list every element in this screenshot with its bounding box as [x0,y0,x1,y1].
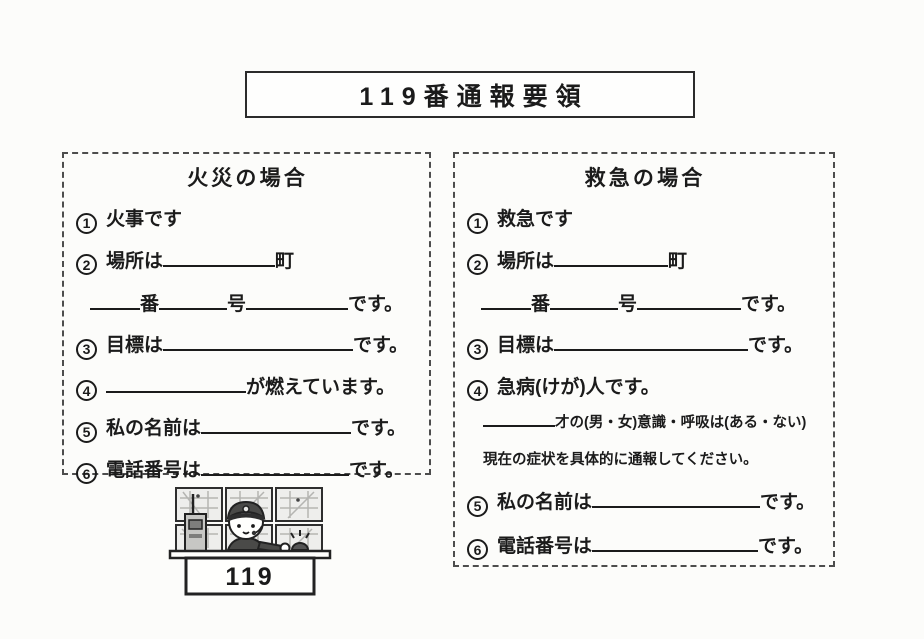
map-dot [196,494,200,498]
desu-label: です。 [351,418,407,439]
fire-item-1: 1 火事です [76,206,419,234]
eye [251,524,255,528]
go-label: 号 [227,294,247,315]
desu-label: です。 [758,535,814,557]
blank-field [592,536,759,552]
ems-item-1: 1 救急です [467,206,823,234]
fire-item-2: 2 場所は 町 [76,248,419,275]
blank-field [106,377,246,393]
ems-item-6: 6 電話番号は です。 [467,533,823,560]
alarm-button-icon [290,530,310,551]
ems-item-2-suffix: 町 [668,250,688,272]
blank-field [246,294,349,310]
eye [237,524,241,528]
fire-item-4: 4 が燃えています。 [76,374,419,401]
blank-field [554,251,669,267]
map-dot [296,498,300,502]
desk-119-label: 119 [225,563,274,591]
circled-number: 1 [467,212,488,234]
ems-item-2-label: 場所は [497,250,555,272]
desu-label: です。 [741,294,797,315]
fire-item-2-cont: 番 号 です。 [76,291,419,318]
ems-item-4-note: 現在の症状を具体的に通報してください。 [467,450,823,471]
blank-field [481,294,531,310]
symptom-note-label: 現在の症状を具体的に通報してください。 [483,452,758,468]
ems-heading: 救急の場合 [584,167,706,190]
fire-item-3-label: 目標は [106,335,164,356]
fire-item-2-suffix: 町 [275,250,295,272]
ems-item-2-cont: 番 号 です。 [467,291,823,318]
ems-item-1-text: 救急です [497,209,574,230]
circled-number: 6 [467,539,488,560]
cap-emblem [242,505,250,513]
fire-item-5: 5 私の名前は です。 [76,415,419,443]
circled-number: 6 [76,463,97,484]
fire-item-6-label: 電話番号は [106,459,202,481]
fire-item-6: 6 電話番号は です。 [76,457,419,484]
blank-field [483,414,555,427]
fire-heading: 火災の場合 [187,167,308,190]
ems-item-6-label: 電話番号は [497,535,593,557]
circled-number: 2 [467,254,488,275]
mic-tip [251,530,257,536]
blank-field [90,294,140,310]
radio-icon [184,494,207,552]
ban-label: 番 [531,294,551,315]
ems-item-2: 2 場所は 町 [467,248,823,275]
age-sex-consciousness-label: 才の(男・女)意識・呼吸は(ある・ない) [555,415,807,431]
ems-item-4-detail: 才の(男・女)意識・呼吸は(ある・ない) [467,413,823,434]
cap-visor [227,513,265,521]
page-title: 119番通報要領 [359,82,589,111]
blank-field [163,251,276,267]
blank-field [201,460,350,476]
smile [242,531,250,535]
fire-item-5-label: 私の名前は [106,418,202,439]
circled-number: 5 [467,495,488,517]
blank-field [592,492,761,508]
fire-item-2-label: 場所は [106,250,164,272]
ems-item-5: 5 私の名前は です。 [467,489,823,517]
ban-label: 番 [140,294,160,315]
blank-field [159,294,228,310]
fire-item-4-suffix: が燃えています。 [246,376,396,398]
fire-item-1-text: 火事です [106,209,183,230]
ems-item-3-label: 目標は [497,335,555,356]
blank-field [637,294,742,310]
ems-item-4-text: 急病(けが)人です。 [497,376,660,398]
circled-number: 3 [76,338,97,360]
fire-item-3: 3 目標は です。 [76,332,419,360]
desu-label: です。 [748,335,804,356]
go-label: 号 [618,294,638,315]
desu-label: です。 [760,492,816,513]
blank-field [554,335,749,351]
circled-number: 2 [76,254,97,275]
desk-front-panel [184,556,316,596]
circled-number: 1 [76,212,97,234]
circled-number: 3 [467,338,488,360]
ems-item-5-label: 私の名前は [497,492,593,513]
circled-number: 5 [76,421,97,443]
dispatcher-illustration: 119 [168,487,332,596]
title-banner: 119番通報要領 [245,71,695,118]
desu-label: です。 [348,294,404,315]
circled-number: 4 [467,380,488,401]
blank-field [550,294,619,310]
blank-field [201,418,352,434]
ems-item-3: 3 目標は です。 [467,332,823,360]
blank-field [163,335,354,351]
desu-label: です。 [353,335,409,356]
desu-label: です。 [349,459,405,481]
circled-number: 4 [76,380,97,401]
ems-item-4: 4 急病(けが)人です。 [467,374,823,401]
